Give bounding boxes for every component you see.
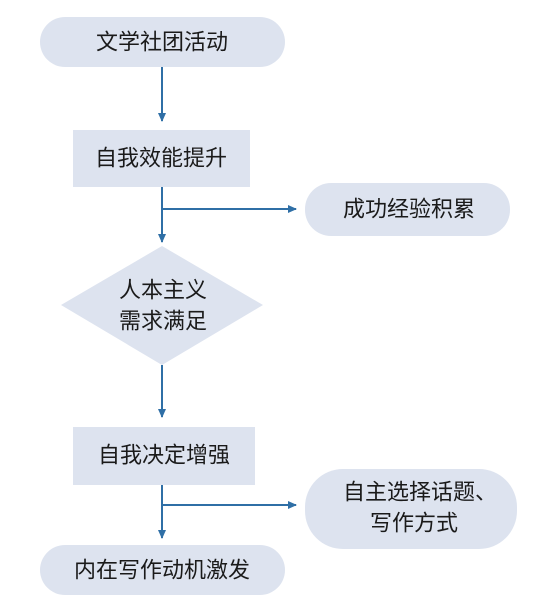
node-humanistic-label-line1: 人本主义	[119, 279, 207, 304]
node-humanistic: 人本主义 需求满足	[61, 246, 263, 365]
node-intrinsic-motivation-label: 内在写作动机激发	[74, 559, 250, 584]
node-self-determination-label: 自我决定增强	[98, 444, 230, 469]
node-self-efficacy: 自我效能提升	[73, 130, 250, 187]
node-success-experience: 成功经验积累	[305, 183, 510, 236]
node-self-efficacy-label: 自我效能提升	[95, 147, 227, 172]
node-autonomy: 自主选择话题、 写作方式	[305, 469, 517, 549]
node-literary-club-label: 文学社团活动	[96, 31, 228, 56]
node-literary-club: 文学社团活动	[40, 17, 285, 67]
node-intrinsic-motivation: 内在写作动机激发	[40, 545, 285, 595]
node-humanistic-label-line2: 需求满足	[119, 310, 207, 335]
node-success-experience-label: 成功经验积累	[343, 198, 475, 223]
node-autonomy-label-line1: 自主选择话题、	[343, 481, 497, 506]
node-autonomy-label-line2: 写作方式	[370, 512, 458, 537]
node-self-determination: 自我决定增强	[73, 427, 255, 485]
